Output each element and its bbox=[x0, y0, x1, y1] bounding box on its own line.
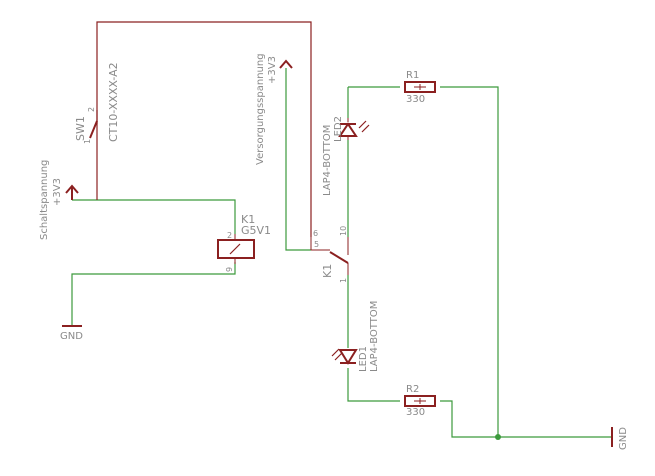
coil-value-label: G5V1 bbox=[241, 224, 271, 237]
led1-name-label: LED1 bbox=[358, 346, 369, 372]
led1-value-label: LAP4-BOTTOM bbox=[369, 301, 380, 372]
r1-name-label: R1 bbox=[406, 70, 419, 81]
switch-value-label: CT10-XXXX-A2 bbox=[107, 62, 120, 142]
coil-name-label: K1 bbox=[241, 213, 255, 226]
contact-pin6-label: 6 bbox=[313, 229, 318, 238]
coil-pin-bottom-label: 9 bbox=[225, 267, 234, 272]
r2-name-label: R2 bbox=[406, 384, 419, 395]
supply-schaltspannung: Schaltspannung +3V3 bbox=[39, 160, 79, 240]
led1: LED1 LAP4-BOTTOM bbox=[331, 301, 380, 372]
switch-name-label: SW1 bbox=[74, 116, 87, 141]
contact-pin1-label: 1 bbox=[339, 278, 348, 283]
gnd-left-symbol: GND bbox=[60, 325, 83, 342]
coil-pin-top-label: 2 bbox=[227, 231, 232, 240]
relay-coil-k1: 2 9 K1 G5V1 bbox=[217, 213, 271, 272]
gnd-right-symbol: GND bbox=[611, 427, 629, 450]
wire-schaltspannung-to-coil bbox=[72, 199, 236, 234]
resistor-r2: R2 330 bbox=[404, 384, 436, 418]
led2-name-label: LED2 bbox=[333, 116, 344, 142]
switch-sw1: 1 2 SW1 CT10-XXXX-A2 bbox=[74, 62, 120, 200]
switch-pin2-label: 2 bbox=[87, 107, 96, 112]
wire-coil-to-gnd bbox=[71, 262, 236, 326]
wire-r1-to-junction bbox=[440, 86, 499, 437]
led2: LAP4-BOTTOM LED2 bbox=[322, 116, 370, 196]
supply-versorgung-value: +3V3 bbox=[267, 56, 278, 84]
contact-pin5-label: 5 bbox=[314, 240, 319, 249]
supply-versorgungsspannung: Versorgungsspannung +3V3 bbox=[255, 53, 293, 165]
relay-contact-k1: 6 5 10 1 K1 bbox=[310, 226, 349, 283]
junction-dot bbox=[495, 434, 501, 440]
led2-value-label: LAP4-BOTTOM bbox=[322, 125, 333, 196]
r2-value-label: 330 bbox=[406, 407, 425, 418]
supply-schaltspannung-name: Schaltspannung bbox=[39, 160, 50, 240]
switch-pin1-label: 1 bbox=[83, 139, 92, 144]
resistor-r1: R1 330 bbox=[404, 70, 436, 105]
contact-name-label: K1 bbox=[321, 264, 334, 278]
supply-versorgung-name: Versorgungsspannung bbox=[255, 53, 266, 165]
r1-value-label: 330 bbox=[406, 94, 425, 105]
contact-pin10-label: 10 bbox=[339, 226, 348, 236]
wire-versorgung-to-contact bbox=[285, 68, 311, 251]
wire-r2-to-gnd bbox=[440, 400, 612, 438]
gnd-right-label: GND bbox=[618, 427, 629, 450]
supply-schaltspannung-value: +3V3 bbox=[52, 178, 63, 206]
wire-led1-to-r2 bbox=[347, 368, 400, 402]
wire-switch-to-relay-contact bbox=[96, 21, 312, 237]
gnd-left-label: GND bbox=[60, 331, 83, 342]
